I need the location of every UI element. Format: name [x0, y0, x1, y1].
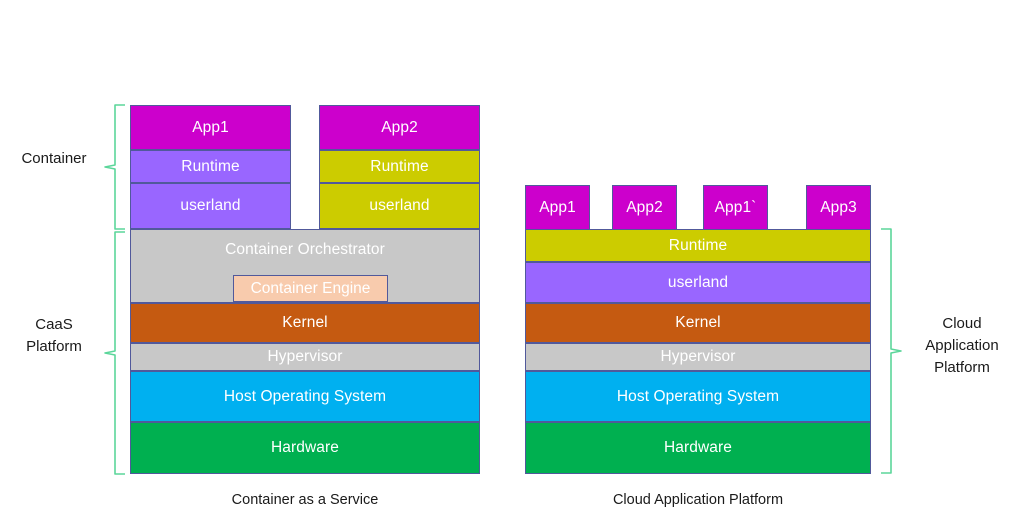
- left-stack-caption: Container as a Service: [231, 492, 379, 508]
- right-app-4[interactable]: App3: [806, 185, 871, 230]
- label-cap-line3: Platform: [934, 358, 990, 376]
- right-runtime[interactable]: Runtime: [525, 229, 871, 262]
- label-caas-platform: CaaS Platform: [8, 314, 100, 358]
- label-cap-line1: Cloud: [942, 315, 982, 332]
- left-container-b-runtime[interactable]: Runtime: [319, 150, 480, 183]
- right-stack-caption: Cloud Application Platform: [612, 492, 784, 508]
- left-container-a-runtime[interactable]: Runtime: [130, 150, 291, 183]
- left-container-engine[interactable]: Container Engine: [233, 275, 388, 302]
- left-host-operating-system[interactable]: Host Operating System: [130, 371, 480, 422]
- label-cap-line2: Application: [925, 336, 999, 354]
- label-caas-line1: CaaS: [35, 316, 73, 333]
- right-app-1[interactable]: App1: [525, 185, 590, 230]
- right-app-3[interactable]: App1`: [703, 185, 768, 230]
- left-container-a-app[interactable]: App1: [130, 105, 291, 150]
- label-caas-line2: Platform: [26, 337, 82, 355]
- left-hypervisor[interactable]: Hypervisor: [130, 343, 480, 371]
- cloud-application-platform-bracket: [879, 227, 903, 475]
- label-cloud-application-platform: Cloud Application Platform: [906, 313, 1018, 378]
- caas-platform-bracket: [103, 230, 127, 476]
- right-hardware[interactable]: Hardware: [525, 422, 871, 474]
- left-container-a-userland[interactable]: userland: [130, 183, 291, 229]
- container-bracket: [103, 103, 127, 231]
- right-kernel[interactable]: Kernel: [525, 303, 871, 343]
- left-hardware[interactable]: Hardware: [130, 422, 480, 474]
- right-host-operating-system[interactable]: Host Operating System: [525, 371, 871, 422]
- right-hypervisor[interactable]: Hypervisor: [525, 343, 871, 371]
- left-container-b-app[interactable]: App2: [319, 105, 480, 150]
- label-container: Container: [21, 150, 87, 167]
- left-kernel[interactable]: Kernel: [130, 303, 480, 343]
- right-app-2[interactable]: App2: [612, 185, 677, 230]
- right-userland[interactable]: userland: [525, 262, 871, 303]
- left-container-b-userland[interactable]: userland: [319, 183, 480, 229]
